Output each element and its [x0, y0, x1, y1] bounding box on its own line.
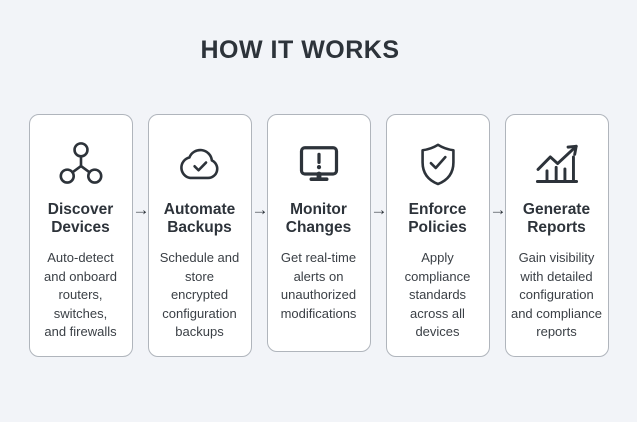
step-description: Schedule and store encrypted configurati… — [159, 250, 240, 339]
step-card-monitor-changes: Monitor Changes Get real-time alerts on … — [266, 114, 371, 352]
arrow-right-icon: → — [251, 200, 269, 219]
step-card-generate-reports: Generate Reports Gain visibility with de… — [504, 114, 609, 357]
page-title: HOW IT WORKS — [200, 36, 400, 64]
arrow-right-icon: → — [489, 200, 507, 219]
step-title: Enforce Policies — [408, 201, 467, 236]
chart-growth-icon — [511, 135, 603, 193]
cloud-check-icon — [154, 135, 246, 193]
step-description: Apply compliance standards across all de… — [404, 250, 471, 339]
step-title: Discover Devices — [47, 201, 114, 236]
step-description: Auto-detect and onboard routers, switche… — [43, 250, 117, 339]
arrow-right-icon: → — [370, 200, 388, 219]
step-description: Get real-time alerts on unauthorized mod… — [280, 250, 357, 321]
shield-check-icon — [392, 135, 484, 193]
steps-row: Discover Devices Auto-detect and onboard… — [0, 114, 637, 357]
step-title: Generate Reports — [522, 201, 591, 236]
step-description: Gain visibility with detailed configurat… — [510, 250, 603, 339]
step-title: Monitor Changes — [285, 201, 352, 236]
network-topology-icon — [35, 135, 127, 193]
monitor-alert-icon — [273, 135, 365, 193]
step-card-enforce-policies: Enforce Policies Apply compliance standa… — [385, 114, 490, 357]
arrow-right-icon: → — [132, 200, 150, 219]
step-title: Automate Backups — [163, 201, 236, 236]
step-card-discover-devices: Discover Devices Auto-detect and onboard… — [28, 114, 133, 357]
step-card-automate-backups: Automate Backups Schedule and store encr… — [147, 114, 252, 357]
